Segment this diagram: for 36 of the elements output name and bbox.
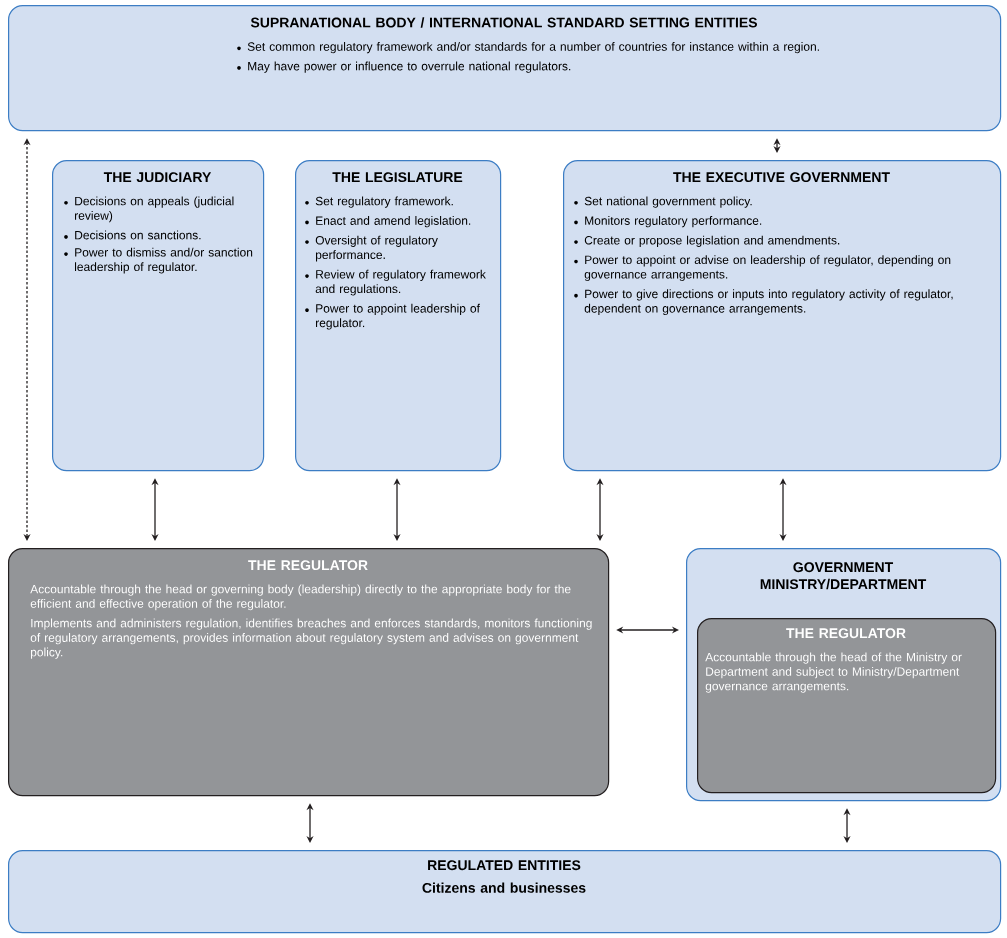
- bullet-item: Create or propose legislation and amendments.: [574, 235, 840, 247]
- box-title: THE LEGISLATURE: [332, 172, 463, 183]
- arrow: [23, 138, 31, 541]
- arrow: [773, 138, 781, 153]
- arrow: [596, 478, 604, 541]
- box-title: REGULATED ENTITIES: [428, 860, 581, 871]
- bullet-item: Power to dismiss and/or sanction leadership of regulator.: [64, 247, 253, 274]
- bullet-item: Enact and amend legislation.: [305, 216, 471, 228]
- bullet-item: Review of regulatory framework and regulations.: [305, 269, 486, 296]
- arrow: [393, 478, 401, 541]
- bullet-item: Power to appoint leadership of regulator.: [305, 303, 480, 330]
- arrow: [843, 808, 851, 843]
- body-text: Accountable through the head of the Ministry or Department and subject to Ministry/Department governance arrangements.: [705, 652, 962, 693]
- box-title: THE EXECUTIVE GOVERNMENT: [673, 172, 890, 183]
- bullet-item: Set regulatory framework.: [305, 196, 453, 208]
- bullet-item: Decisions on appeals (judicial review): [64, 196, 234, 223]
- bullet-item: Power to give directions or inputs into regulatory activity of regulator, dependent on governance arrangements.: [574, 289, 953, 316]
- arrow: [616, 626, 679, 634]
- arrow: [151, 478, 159, 541]
- arrow: [306, 803, 314, 843]
- box-subtitle: Citizens and businesses: [422, 882, 586, 893]
- arrow: [779, 478, 787, 541]
- bullet-item: Power to appoint or advise on leadership of regulator, depending on governance arrangements.: [574, 255, 951, 281]
- box-title: THE REGULATOR: [248, 560, 368, 571]
- box-title: THE JUDICIARY: [103, 172, 212, 183]
- bullet-item: May have power or influence to overrule national regulators.: [237, 61, 571, 73]
- body-text: Implements and administers regulation, identifies breaches and enforces standards, monitors functioning of regulatory arrangements, provides information about regulatory system and advises on government policy.: [30, 618, 592, 659]
- bullet-item: Set national government policy.: [574, 196, 752, 208]
- box-title: GOVERNMENT MINISTRY/DEPARTMENT: [760, 562, 927, 590]
- box-title: SUPRANATIONAL BODY / INTERNATIONAL STANDARD SETTING ENTITIES: [250, 17, 757, 28]
- body-text: Accountable through the head or governing body (leadership) directly to the appropriate body for the efficient and effective operation of the regulator.: [30, 584, 571, 611]
- bullet-item: Decisions on sanctions.: [64, 230, 201, 240]
- box-title: THE REGULATOR: [786, 628, 906, 639]
- bullet-item: Monitors regulatory performance.: [574, 216, 762, 228]
- bullet-item: Set common regulatory framework and/or standards for a number of countries for instance within a region.: [237, 42, 819, 54]
- bullet-item: Oversight of regulatory performance.: [305, 235, 438, 262]
